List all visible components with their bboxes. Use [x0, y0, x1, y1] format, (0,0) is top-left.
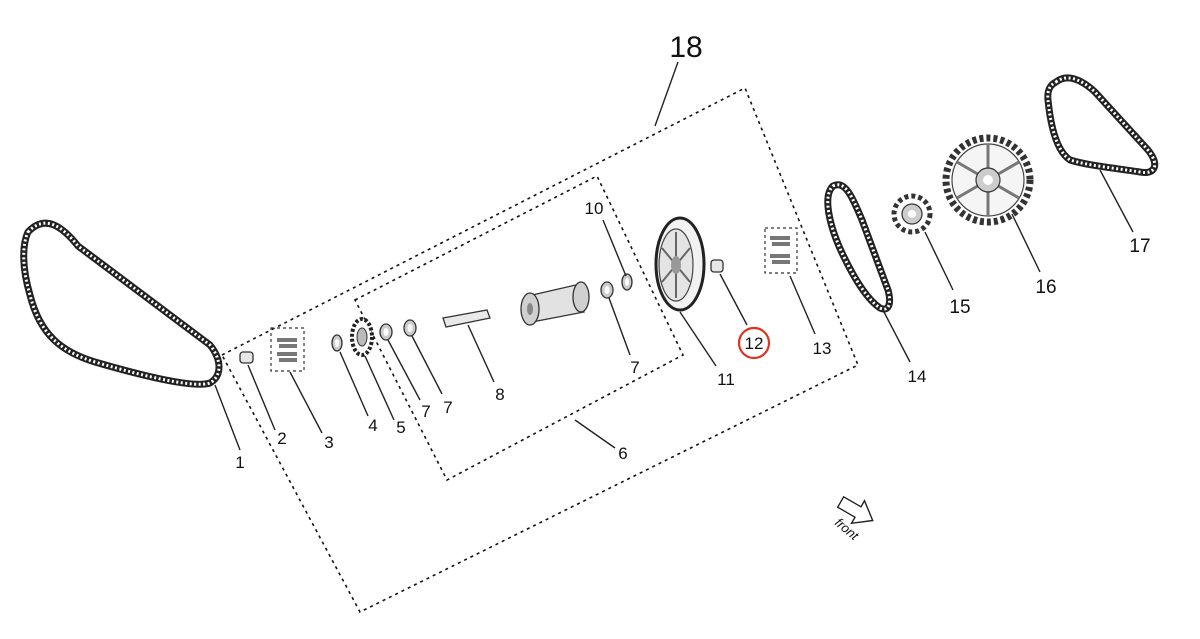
- callout-12: 12: [745, 334, 764, 353]
- callout-6: 6: [618, 444, 627, 463]
- bolt-kit-icon: [270, 327, 305, 372]
- chain-loop-icon: [1044, 74, 1159, 177]
- callout-7-c: 7: [630, 358, 639, 377]
- assembly-6-boundary: [353, 174, 685, 482]
- callout-4: 4: [368, 416, 377, 435]
- callout-15: 15: [949, 297, 970, 318]
- sprocket-icon: [350, 317, 374, 357]
- chain-loop-icon: [20, 219, 223, 388]
- direction-arrow-icon: [836, 495, 874, 525]
- spacer-icon: [710, 259, 724, 273]
- callout-labels: 1 2 3 4 5 7 7 8 6 7 10 11 12 13 14 15 16…: [235, 31, 1150, 472]
- leader-lines: [214, 61, 1134, 451]
- callout-2: 2: [277, 429, 286, 448]
- callout-10: 10: [585, 199, 604, 218]
- callout-5: 5: [396, 418, 405, 437]
- belt-loop-icon: [824, 181, 894, 313]
- pulley-icon: [654, 216, 706, 312]
- bolt-kit-icon: [764, 227, 798, 274]
- callout-11: 11: [717, 370, 735, 389]
- callout-18: 18: [669, 31, 702, 64]
- spacer-icon: [239, 351, 254, 364]
- axle-icon: [442, 309, 491, 328]
- callout-1: 1: [235, 453, 244, 472]
- bearing-icon: [379, 319, 417, 341]
- callout-17: 17: [1129, 236, 1150, 257]
- highlight-circle: [737, 326, 771, 360]
- callout-7-b: 7: [443, 398, 452, 417]
- callout-14: 14: [908, 367, 927, 386]
- callout-7-a: 7: [421, 402, 430, 421]
- callout-8: 8: [495, 385, 504, 404]
- sprocket-icon: [891, 193, 933, 235]
- hub-icon: [520, 281, 590, 326]
- sprocket-icon: [942, 134, 1034, 226]
- bearing-icon: [331, 334, 343, 352]
- callout-16: 16: [1035, 277, 1056, 298]
- callout-13: 13: [813, 339, 832, 358]
- callout-3: 3: [324, 433, 333, 452]
- bearing-icon: [600, 273, 633, 299]
